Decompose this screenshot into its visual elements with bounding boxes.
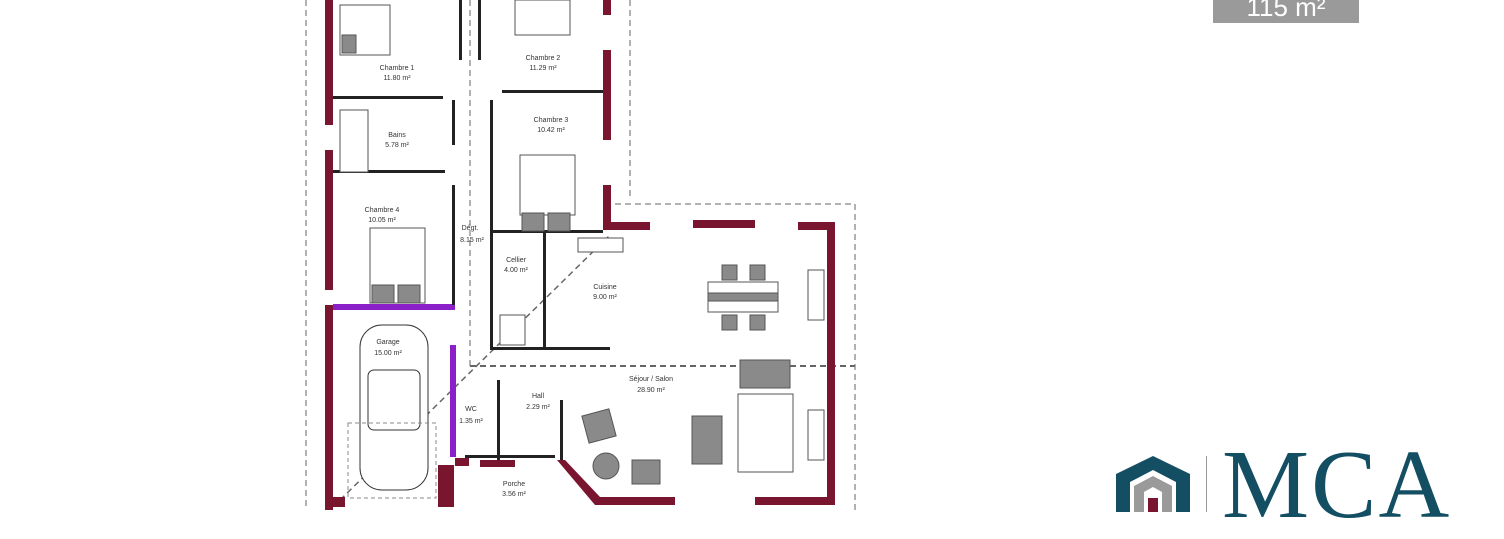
room-labels: Chambre 1 11.80 m² Chambre 2 11.29 m² Ch… <box>365 55 673 498</box>
room-area: 11.80 m² <box>383 75 411 82</box>
room-area: 1.35 m² <box>459 418 483 425</box>
room-name: Chambre 1 <box>380 65 415 72</box>
room-name: Cuisine <box>593 284 616 291</box>
room-area: 28.90 m² <box>637 387 665 394</box>
room-area: 10.42 m² <box>537 127 565 134</box>
garage-walls <box>333 304 456 457</box>
total-area-badge: 115 m² <box>1213 0 1359 23</box>
room-area: 9.00 m² <box>593 294 617 301</box>
bathtub-icon <box>339 109 369 173</box>
room-area: 4.00 m² <box>504 267 528 274</box>
room-name: Porche <box>503 481 525 488</box>
room-name: Chambre 2 <box>526 55 561 62</box>
room-name: Chambre 4 <box>365 207 400 214</box>
room-area: 8.15 m² <box>460 237 484 244</box>
room-name: Garage <box>376 339 399 346</box>
furniture <box>339 0 825 485</box>
interior-walls <box>333 0 610 460</box>
exterior-walls <box>325 0 835 510</box>
room-area: 10.05 m² <box>368 217 396 224</box>
mca-logo-icon <box>1116 456 1190 512</box>
brand-logo-text: MCA <box>1222 431 1452 539</box>
room-area: 5.78 m² <box>385 142 409 149</box>
sofa-icon <box>739 359 791 389</box>
room-name: Dégt. <box>462 225 479 232</box>
car-icon <box>347 324 437 499</box>
room-name: Chambre 3 <box>534 117 569 124</box>
room-area: 15.00 m² <box>374 350 402 357</box>
room-name: Cellier <box>506 257 527 264</box>
room-name: Bains <box>388 132 406 139</box>
room-name: Séjour / Salon <box>629 376 673 383</box>
room-area: 11.29 m² <box>529 65 557 72</box>
floor-plan: Chambre 1 11.80 m² Chambre 2 11.29 m² Ch… <box>305 0 1190 512</box>
room-area: 2.29 m² <box>526 404 550 411</box>
logo-divider <box>1206 456 1207 512</box>
room-name: Hall <box>532 393 545 400</box>
room-name: WC <box>465 406 477 413</box>
room-area: 3.56 m² <box>502 491 526 498</box>
